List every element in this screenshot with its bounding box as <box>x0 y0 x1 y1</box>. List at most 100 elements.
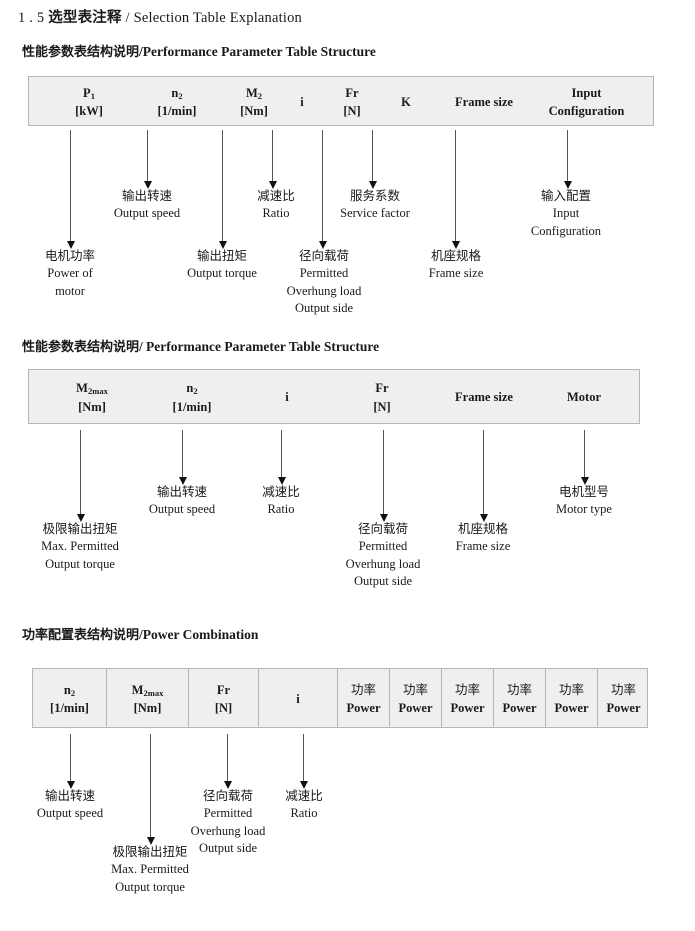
table1-symbol-input: Input <box>571 85 602 100</box>
table3-unit-m2max: [Nm] <box>133 701 162 715</box>
arrow-to-power-of-motor <box>66 130 75 249</box>
section-2-heading-sep: / <box>139 339 143 354</box>
table3-unit-power-4: Power <box>502 701 537 715</box>
table1-unit-configuration: Configuration <box>548 104 625 118</box>
table1-cell-k: K <box>377 77 435 127</box>
arrow-to-output-speed <box>143 130 152 189</box>
table3-cell-n2: n2 [1/min] <box>33 669 106 729</box>
power-combination-table: n2 [1/min] M2max [Nm] Fr [N] i 功率 Power … <box>32 668 648 728</box>
annotation-output-speed: 输出转速 Output speed <box>114 187 180 223</box>
annotation-motor-type: 电机型号 Motor type <box>556 483 612 519</box>
table3-symbol-i: i <box>296 691 300 706</box>
table3-unit-power-2: Power <box>398 701 433 715</box>
annotation-overhung-load-3-en-3: Output side <box>199 841 257 856</box>
section-2-heading-cn: 性能参数表结构说明 <box>22 340 140 355</box>
table3-divider-3 <box>258 669 259 727</box>
table2-cell-i: i <box>257 370 317 425</box>
annotation-ratio-2-cn: 减速比 <box>262 484 300 499</box>
arrow-to-output-speed-3 <box>66 734 75 789</box>
table1-sub-n2: 2 <box>178 90 183 101</box>
arrow-to-ratio-2 <box>277 430 286 485</box>
annotation-ratio-3: 减速比 Ratio <box>285 787 323 823</box>
table2-symbol-n2: n2 <box>186 381 198 397</box>
table1-symbol-i: i <box>300 94 304 109</box>
annotation-input-configuration-cn: 输入配置 <box>540 188 592 203</box>
table3-symbol-power-2-cn: 功率 <box>402 681 428 697</box>
arrow-to-motor-type <box>580 430 589 485</box>
table1-symbol-m2: M2 <box>245 85 263 101</box>
table2-symbol-motor: Motor <box>566 390 601 405</box>
table3-cell-power-2: 功率 Power <box>390 669 441 729</box>
table2-symbol-frame-size: Frame size <box>455 390 513 405</box>
table1-symbol-k: K <box>401 94 411 109</box>
section-1-heading: 性能参数表结构说明/Performance Parameter Table St… <box>22 41 376 60</box>
table1-unit-n2: [1/min] <box>157 104 197 118</box>
annotation-output-torque-en-1: Output torque <box>187 265 257 280</box>
table1-cell-m2: M2 [Nm] <box>209 77 299 127</box>
table3-divider-7 <box>493 669 494 727</box>
annotation-overhung-load-2-en-2: Overhung load <box>345 556 421 571</box>
annotation-output-torque-cn: 输出扭矩 <box>196 248 248 263</box>
annotation-ratio: 减速比 Ratio <box>257 187 295 223</box>
annotation-overhung-load-en-1: Permitted <box>299 265 349 280</box>
performance-parameter-table-2: M2max [Nm] n2 [1/min] i Fr [N] Frame siz… <box>28 369 640 424</box>
table3-cell-power-6: 功率 Power <box>598 669 649 729</box>
arrow-to-frame-size-2 <box>479 430 488 522</box>
table3-symbol-fr: Fr <box>216 682 231 697</box>
annotation-max-torque-3-en-2: Output torque <box>115 879 185 894</box>
table1-cell-i: i <box>277 77 327 127</box>
table3-symbol-n2: n2 <box>63 682 76 698</box>
table3-symbol-power-5-cn: 功率 <box>558 681 584 697</box>
table1-cell-p1: P1 [kW] <box>39 77 139 127</box>
annotation-motor-type-en-1: Motor type <box>556 501 612 516</box>
table1-cell-n2: n2 [1/min] <box>127 77 227 127</box>
arrow-to-input-configuration <box>563 130 572 189</box>
table2-cell-motor: Motor <box>534 370 634 425</box>
annotation-frame-size-en-1: Frame size <box>428 265 484 280</box>
annotation-ratio-2: 减速比 Ratio <box>262 483 300 519</box>
table1-sub-p1: 1 <box>90 90 95 101</box>
table3-symbol-power-3-cn: 功率 <box>454 681 480 697</box>
table3-symbol-m2max: M2max <box>131 682 164 698</box>
annotation-max-torque-cn: 极限输出扭矩 <box>42 521 118 536</box>
arrow-to-permitted-overhung-load <box>318 130 327 249</box>
annotation-service-factor-en-1: Service factor <box>340 205 410 220</box>
table3-divider-9 <box>597 669 598 727</box>
table3-symbol-power-6-cn: 功率 <box>610 681 636 697</box>
table2-unit-m2max: [Nm] <box>78 399 106 414</box>
annotation-max-torque-3-en-1: Max. Permitted <box>111 861 189 876</box>
section-title-cn: 选型表注释 <box>48 10 122 26</box>
table1-symbol-n2: n2 <box>171 85 183 101</box>
annotation-frame-size-2-cn: 机座规格 <box>457 521 508 536</box>
table3-sub-m2max: 2max <box>143 687 164 698</box>
section-2-heading: 性能参数表结构说明/ Performance Parameter Table S… <box>22 336 379 355</box>
table3-unit-n2: [1/min] <box>50 701 89 715</box>
arrow-to-max-permitted-torque-3 <box>146 734 155 845</box>
table3-unit-power-5: Power <box>554 701 589 715</box>
annotation-max-permitted-output-torque: 极限输出扭矩 Max. Permitted Output torque <box>41 520 119 573</box>
table3-cell-power-5: 功率 Power <box>546 669 597 729</box>
table3-unit-power-3: Power <box>450 701 485 715</box>
table3-sub-n2: 2 <box>70 687 76 698</box>
annotation-input-configuration-en-2: Configuration <box>530 223 602 238</box>
table2-sub-n2: 2 <box>193 386 198 397</box>
annotation-max-torque-3-cn: 极限输出扭矩 <box>112 844 188 859</box>
table2-unit-n2: [1/min] <box>172 399 212 414</box>
arrow-to-service-factor <box>368 130 377 189</box>
table3-divider-4 <box>337 669 338 727</box>
section-2-heading-en: Performance Parameter Table Structure <box>146 339 380 354</box>
page-title: 1 . 5 选型表注释 / Selection Table Explanatio… <box>18 6 302 27</box>
arrow-to-permitted-overhung-load-2 <box>379 430 388 522</box>
table2-cell-m2max: M2max [Nm] <box>37 370 147 425</box>
annotation-ratio-en-1: Ratio <box>262 205 290 220</box>
annotation-overhung-load-en-2: Overhung load <box>286 283 362 298</box>
annotation-overhung-load-3-en-1: Permitted <box>203 805 253 820</box>
table3-cell-power-1: 功率 Power <box>338 669 389 729</box>
section-3-heading-cn: 功率配置表结构说明 <box>22 628 140 643</box>
table3-unit-power-1: Power <box>346 701 381 715</box>
table3-cell-fr: Fr [N] <box>189 669 258 729</box>
section-3-heading: 功率配置表结构说明/Power Combination <box>22 624 258 643</box>
performance-parameter-table-1: P1 [kW] n2 [1/min] M2 [Nm] i Fr [N] K Fr… <box>28 76 654 126</box>
table2-symbol-i: i <box>285 390 289 405</box>
table1-cell-frame-size: Frame size <box>429 77 539 127</box>
